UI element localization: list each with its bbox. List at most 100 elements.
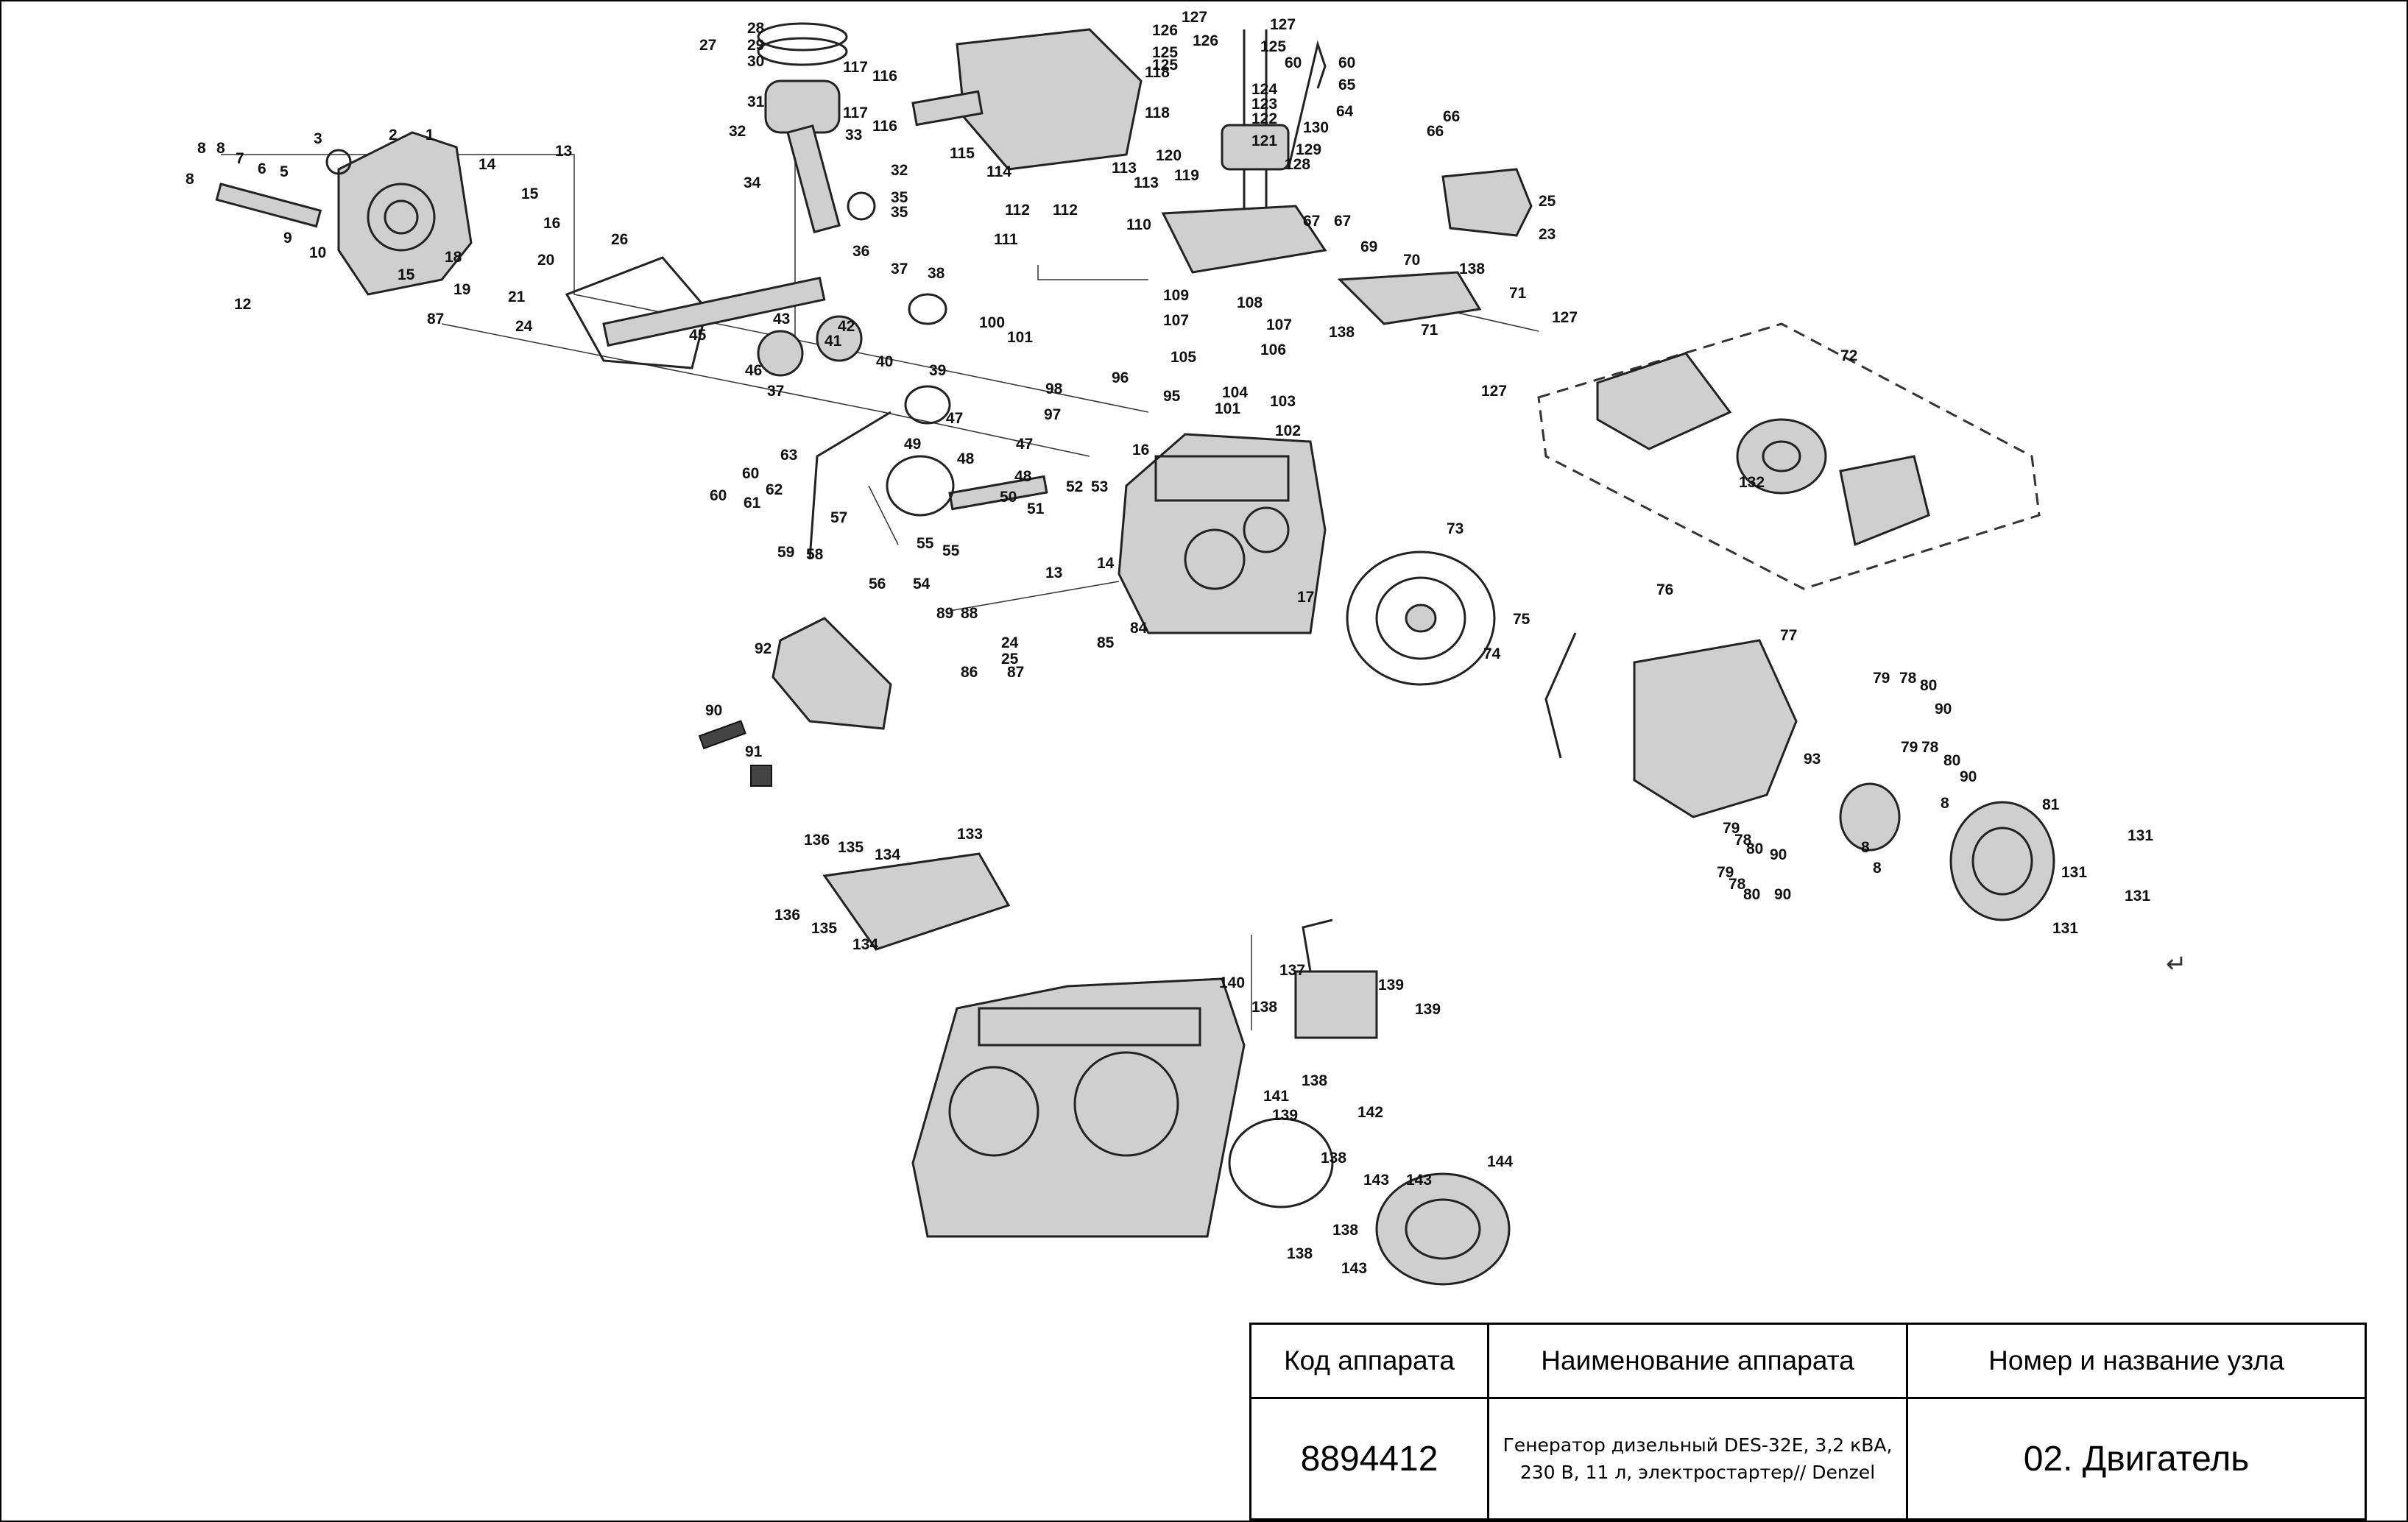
part-label: 120	[1156, 147, 1182, 164]
part-label: 38	[928, 265, 945, 282]
device-name: Генератор дизельный DES-32E, 3,2 кВА, 23…	[1487, 1397, 1908, 1521]
part-label: 23	[1539, 226, 1556, 243]
leader-line	[949, 581, 1120, 612]
part-label: 18	[445, 249, 462, 266]
part-label: 110	[1126, 216, 1151, 233]
part-label: 13	[1045, 564, 1062, 581]
part-label: 102	[1275, 422, 1301, 439]
part-label: 20	[537, 252, 554, 269]
part-label: 77	[1780, 627, 1797, 644]
part-label: 14	[479, 156, 496, 173]
part-label: 132	[1739, 474, 1765, 491]
part-label: 80	[1943, 752, 1960, 769]
part-number-labels: 8 8 8 7 6 5 3 2 1 9 10 12 13 14 15 16 18…	[186, 9, 2153, 1277]
part-label: 78	[1734, 832, 1752, 849]
part-label: 101	[1215, 400, 1240, 417]
part-label: 56	[869, 576, 886, 592]
part-label: 74	[1483, 645, 1501, 662]
part-label: 29	[747, 37, 764, 54]
part-label: 85	[1097, 634, 1115, 651]
part-label: 1	[426, 127, 434, 144]
part-label: 136	[804, 832, 830, 849]
piston-part	[757, 22, 876, 234]
part-label: 62	[766, 481, 783, 498]
part-label: 117	[843, 59, 868, 76]
part-label: 67	[1303, 213, 1320, 230]
part-label: 134	[852, 936, 878, 953]
part-label: 60	[710, 487, 727, 504]
header-code: Код аппарата	[1249, 1323, 1489, 1399]
part-label: 66	[1427, 123, 1444, 140]
part-label: 13	[555, 143, 572, 160]
part-label: 71	[1421, 322, 1438, 339]
part-label: 138	[1332, 1222, 1358, 1239]
part-label: 97	[1044, 406, 1061, 423]
leader-line	[868, 485, 899, 545]
engine-block-part	[1118, 433, 1327, 634]
part-label: 128	[1285, 156, 1310, 173]
part-label: 15	[521, 185, 539, 202]
part-label: 123	[1251, 96, 1277, 113]
part-label: 117	[843, 105, 868, 121]
part-label: 127	[1481, 383, 1507, 400]
part-label: 131	[2125, 888, 2150, 905]
part-label: 63	[780, 447, 797, 464]
part-label: 28	[747, 20, 765, 37]
part-label: 8	[1941, 795, 1949, 812]
part-label: 139	[1272, 1107, 1298, 1124]
part-label: 73	[1447, 520, 1463, 537]
part-label: 138	[1251, 999, 1277, 1016]
part-label: 48	[957, 450, 975, 467]
part-label: 104	[1222, 384, 1248, 401]
part-label: 90	[1960, 768, 1977, 785]
part-label: 135	[811, 920, 837, 937]
part-label: 57	[830, 509, 847, 526]
part-label: 136	[774, 907, 800, 924]
part-label: 71	[1509, 285, 1527, 302]
part-label: 16	[1132, 442, 1149, 459]
part-label: 80	[1920, 677, 1937, 694]
part-label: 89	[936, 605, 953, 622]
part-label: 60	[1285, 54, 1302, 71]
part-label: 60	[742, 465, 759, 482]
part-label: 112	[1053, 202, 1078, 219]
part-label: 51	[1027, 500, 1045, 517]
fuel-pump-part	[1441, 168, 1533, 237]
header-unit: Номер и название узла	[1906, 1323, 2367, 1399]
stator-part	[1228, 1117, 1334, 1208]
part-label: 137	[1279, 962, 1305, 979]
part-label: 80	[1746, 840, 1763, 857]
part-label: 58	[806, 546, 824, 563]
header-name: Наименование аппарата	[1487, 1323, 1908, 1399]
part-label: 127	[1182, 9, 1207, 26]
part-label: 21	[508, 289, 526, 305]
lower-engine-part	[822, 852, 1246, 1238]
part-label: 86	[961, 664, 978, 681]
part-label: 3	[314, 130, 322, 147]
part-label: 19	[453, 281, 470, 298]
part-label: 7	[236, 150, 244, 167]
part-label: 53	[1091, 478, 1108, 495]
part-label: 16	[543, 215, 560, 232]
part-label: 61	[744, 495, 761, 512]
part-label: 90	[1935, 701, 1952, 718]
part-label: 140	[1219, 974, 1245, 991]
part-label: 143	[1363, 1172, 1389, 1189]
part-label: 67	[1334, 213, 1351, 230]
part-label: 138	[1321, 1150, 1346, 1167]
leader-line	[441, 323, 1090, 457]
part-label: 6	[258, 160, 266, 177]
part-label: 41	[825, 333, 842, 350]
part-label: 107	[1163, 312, 1189, 329]
part-label: 133	[957, 826, 983, 843]
part-label: 93	[1804, 751, 1821, 768]
part-label: 35	[891, 189, 908, 206]
part-label: 25	[1001, 651, 1019, 668]
part-label: 8	[1873, 860, 1882, 877]
part-label: 141	[1263, 1088, 1289, 1105]
head-cover-part	[911, 28, 1143, 171]
part-label: 48	[1014, 468, 1032, 485]
bolt-part	[698, 720, 746, 750]
part-label: 72	[1840, 347, 1857, 364]
